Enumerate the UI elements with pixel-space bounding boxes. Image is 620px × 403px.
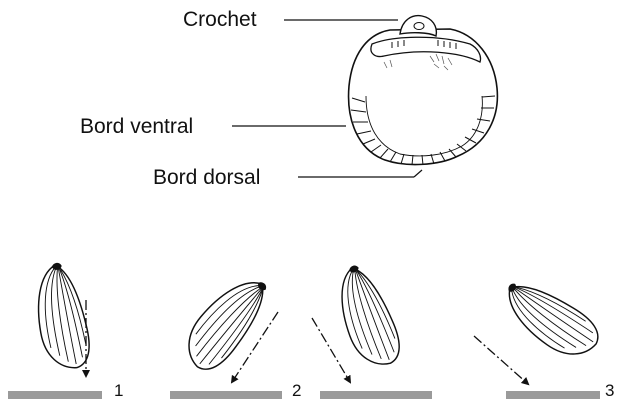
ground-bar-1 (8, 391, 102, 399)
arrow-3 (312, 318, 350, 382)
sequence-shell-4 (494, 270, 606, 367)
sequence-shell-2 (175, 266, 279, 378)
sequence-shell-1 (29, 260, 93, 373)
ground-bar-2 (170, 391, 282, 399)
main-shell (349, 16, 498, 165)
ground-bar-3 (320, 391, 432, 399)
leader-line-bord-dorsal (298, 170, 422, 177)
arrow-4 (474, 336, 528, 384)
sequence-shell-3 (328, 259, 406, 373)
ground-bar-4 (506, 391, 600, 399)
